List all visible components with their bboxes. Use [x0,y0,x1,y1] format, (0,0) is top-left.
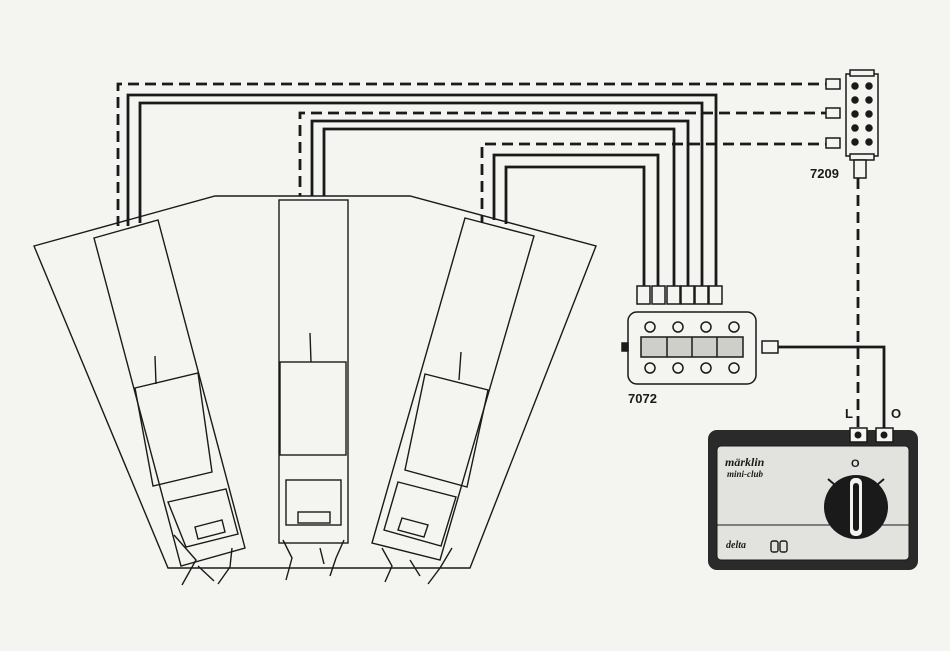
terminal-o-label: O [891,406,901,421]
transformer-brand: märklin [725,456,764,468]
transformer-sub-brand: mini-club [727,470,763,479]
transformer-delta-logo: delta [726,541,746,551]
dial-zero-label: O [851,458,860,470]
distributor-7072-label: 7072 [628,391,657,406]
terminal-l-label: L [845,406,853,421]
connector-7209-label: 7209 [810,166,839,181]
